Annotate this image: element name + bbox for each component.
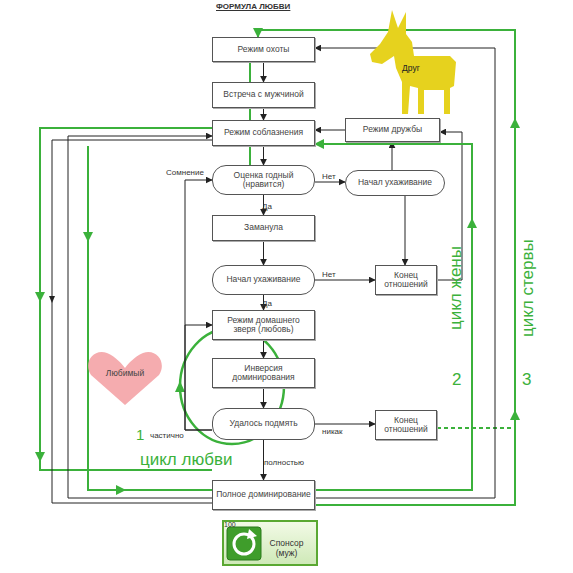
callout-number: 1 <box>136 426 144 443</box>
flow-arrow <box>263 440 264 480</box>
node-label: Начал ухаживание <box>224 275 302 285</box>
callout-number: 2 <box>452 370 461 389</box>
edge-label: никак <box>322 427 343 436</box>
node-label: Режим домашнего зверя (любовь) <box>213 316 314 335</box>
node-label: Конец отношений <box>376 416 436 435</box>
black-arrowhead <box>49 296 55 303</box>
node-label: Удалось подмять <box>227 419 299 429</box>
edge-label: частично <box>150 431 184 440</box>
black-loop-line <box>52 140 212 503</box>
friend-donkey: Друг <box>362 8 457 116</box>
node-label: Режим охоты <box>236 45 292 55</box>
green-arrowhead <box>510 410 520 420</box>
edge-label: Нет <box>322 270 336 279</box>
edge-label: полностью <box>264 458 304 467</box>
edge-label: Сомнение <box>166 168 204 177</box>
node-label: Любимый <box>104 369 146 379</box>
flow-arrow <box>315 130 345 131</box>
green-arrowhead <box>83 232 93 242</box>
node-label: Начал ухаживание <box>356 178 434 188</box>
process-box: Режим дружбы <box>345 118 440 142</box>
decision-box: Оценка годный (нравится) <box>212 165 315 195</box>
sponsor-box: Спонсор (муж) <box>222 520 318 566</box>
node-label: Встреча с мужчиной <box>221 90 305 100</box>
node-label: Режим соблазнения <box>222 128 305 138</box>
edge-label: Да <box>262 299 272 308</box>
flow-arrow <box>263 62 264 82</box>
diagram-title: ФОРМУЛА ЛЮБВИ <box>216 2 290 11</box>
flow-arrow <box>263 340 264 358</box>
green-cycle-line <box>249 62 251 165</box>
node-label: Инверсия доминирования <box>213 364 314 383</box>
friend-donkey-outline <box>362 8 457 116</box>
process-box: Полное доминирование <box>212 480 315 510</box>
flow-arrow <box>263 388 264 408</box>
process-box: Встреча с мужчиной <box>212 82 315 108</box>
node-label: Оценка годный (нравится) <box>213 171 314 190</box>
cycle-connector <box>315 144 472 490</box>
flow-arrow <box>185 180 212 430</box>
edge-label: Нет <box>322 172 336 181</box>
flow-arrow <box>392 142 393 170</box>
sponsor-icon-arrow <box>247 529 257 539</box>
beloved-heart: Любимый <box>86 348 164 406</box>
green-arrowhead <box>510 118 520 128</box>
decision-box: Начал ухаживание <box>345 170 445 196</box>
process-box: Заманула <box>212 215 315 241</box>
flow-arrow <box>68 136 212 498</box>
flow-arrow <box>185 325 212 430</box>
green-cycle-line <box>88 146 212 490</box>
green-arrowhead <box>35 292 45 302</box>
flow-arrow <box>315 182 345 183</box>
process-box: Инверсия доминирования <box>212 358 315 388</box>
edge-label: Да <box>262 202 272 211</box>
green-dashed-line <box>437 427 515 429</box>
flow-arrow <box>405 196 406 265</box>
friend-donkey-fill <box>370 10 456 114</box>
node-label: Полное доминирование <box>214 490 313 500</box>
green-arrowhead <box>467 218 477 228</box>
flow-arrow <box>263 241 264 265</box>
flow-arrow <box>263 195 264 215</box>
node-label: Заманула <box>242 223 285 233</box>
flow-arrow <box>315 280 375 281</box>
callout-number: 3 <box>522 370 531 389</box>
end-box: Конец отношений <box>375 265 437 295</box>
flow-arrow <box>437 132 462 280</box>
process-box: Режим домашнего зверя (любовь) <box>212 310 315 340</box>
sponsor-icon-ring <box>234 534 254 554</box>
process-box: Режим охоты <box>212 37 315 62</box>
cycle-name: цикл любви <box>140 450 232 469</box>
beloved-heart-fill <box>88 352 162 405</box>
flow-arrow <box>263 108 264 120</box>
flow-arrow <box>315 424 375 425</box>
node-label: Режим дружбы <box>361 125 424 135</box>
cycle-name: цикл жены <box>446 246 465 330</box>
flow-arrow <box>263 146 264 165</box>
green-arrowhead <box>35 452 45 462</box>
green-arrowhead <box>175 381 185 392</box>
green-cycle-line <box>40 128 212 470</box>
decision-box: Начал ухаживание <box>212 265 315 295</box>
process-box: Режим соблазнения <box>212 120 315 146</box>
flow-arrow <box>315 48 495 498</box>
node-label: Конец отношений <box>376 271 436 290</box>
sponsor-icon <box>227 527 261 560</box>
node-label: Друг <box>400 64 422 74</box>
green-arrowhead <box>116 485 126 495</box>
cycle-name: цикл стервы <box>518 239 537 337</box>
node-label: Спонсор (муж) <box>260 539 313 558</box>
decision-box: Удалось подмять <box>212 408 315 440</box>
end-box: Конец отношений <box>375 410 437 440</box>
flow-arrow <box>263 295 264 310</box>
